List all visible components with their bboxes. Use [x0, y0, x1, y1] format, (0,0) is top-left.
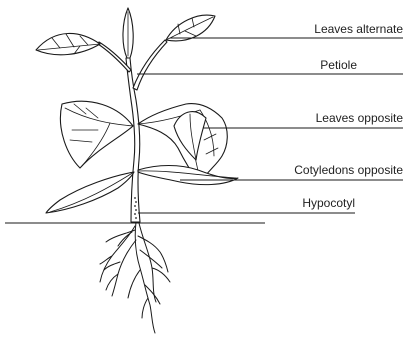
leaf-top-right	[166, 15, 215, 41]
label-leaves-alternate: Leaves alternate	[314, 22, 403, 36]
roots	[100, 222, 170, 333]
cotyledon-left	[46, 172, 134, 213]
cotyledon-right	[138, 166, 238, 185]
label-cotyledons-opposite: Cotyledons opposite	[294, 163, 403, 177]
label-hypocotyl: Hypocotyl	[302, 196, 355, 210]
label-petiole: Petiole	[320, 58, 357, 72]
label-leaves-opposite: Leaves opposite	[316, 111, 404, 125]
leaf-mid-left	[60, 101, 133, 168]
leaf-top-left	[36, 33, 100, 54]
